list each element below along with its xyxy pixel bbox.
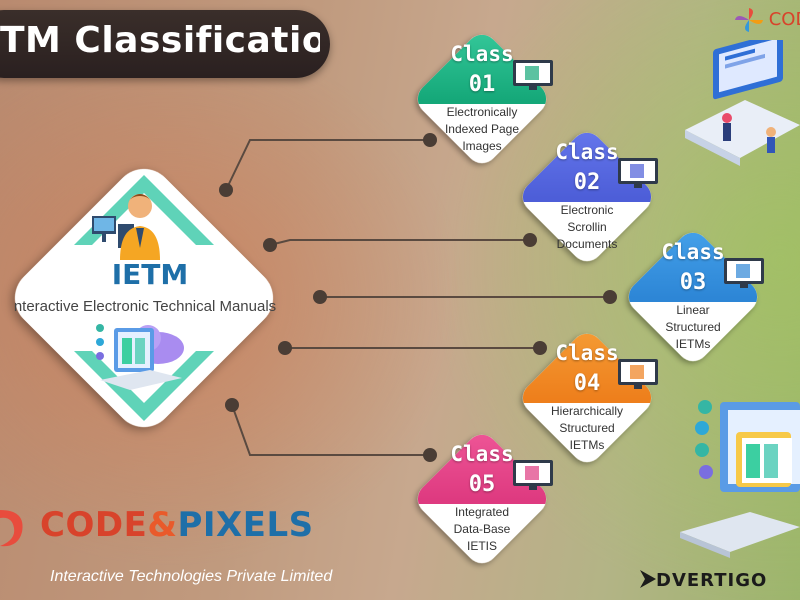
class-description-line: Scrollin xyxy=(567,220,607,234)
class-description-line: Data-Base xyxy=(453,522,511,536)
class-card-shape xyxy=(411,428,553,564)
monitor-document-icon xyxy=(618,359,658,389)
brand-tagline: Interactive Technologies Private Limited xyxy=(50,568,333,585)
class-description-line: Linear xyxy=(676,303,710,317)
class-word: Class xyxy=(450,42,514,66)
watermark: DVERTIGO xyxy=(640,570,767,591)
class-description-line: Integrated xyxy=(454,505,510,519)
pinwheel-logo-icon xyxy=(735,8,763,32)
class-description-line: Images xyxy=(462,139,502,153)
class-description-line: Hierarchically xyxy=(550,404,624,418)
class-description-line: Indexed Page xyxy=(444,122,520,136)
brand-code-text: CODE xyxy=(40,505,148,545)
top-logo-text: CODE xyxy=(768,9,800,30)
class-description-line: IETIS xyxy=(466,539,497,553)
class-word: Class xyxy=(661,240,725,264)
class-word: Class xyxy=(450,442,514,466)
monitor-document-icon xyxy=(618,158,658,188)
brand-logo: CODE&PIXELS xyxy=(40,505,314,545)
watermark-text: DVERTIGO xyxy=(656,570,768,591)
workspace-illustration xyxy=(685,40,800,166)
class-description-line: Structured xyxy=(559,421,615,435)
class-description-line: Documents xyxy=(556,237,618,251)
class-description-line: Electronic xyxy=(560,203,614,217)
monitor-document-icon xyxy=(724,258,764,288)
monitor-document-icon xyxy=(513,60,553,90)
class-description-line: IETMs xyxy=(569,438,605,452)
top-brand-logo: CODE xyxy=(735,8,800,32)
cloud-laptop-icon xyxy=(96,324,184,390)
brand-pixels-text: PIXELS xyxy=(177,505,314,545)
class-number: 03 xyxy=(679,270,707,295)
advertigo-arrow-icon xyxy=(640,570,656,588)
class-word: Class xyxy=(555,341,619,365)
class-description-line: Electronically xyxy=(446,105,518,119)
class-number: 01 xyxy=(468,72,496,97)
person-at-computer-icon xyxy=(92,194,160,260)
ietm-subtitle: nteractive Electronic Technical Manuals xyxy=(13,298,277,315)
title-banner xyxy=(0,10,330,78)
brand-amp-text: & xyxy=(147,505,178,545)
brand-swirl-icon xyxy=(0,510,23,547)
monitor-document-icon xyxy=(513,460,553,490)
class-description-line: IETMs xyxy=(675,337,711,351)
class-number: 04 xyxy=(573,371,601,396)
class-number: 05 xyxy=(468,472,496,497)
class-word: Class xyxy=(555,140,619,164)
cloud-server-illustration xyxy=(680,400,800,558)
ietm-label: IETM xyxy=(111,258,189,291)
class-description-line: Structured xyxy=(665,320,721,334)
class-number: 02 xyxy=(573,170,601,195)
page-title: TM Classifications xyxy=(0,20,320,61)
